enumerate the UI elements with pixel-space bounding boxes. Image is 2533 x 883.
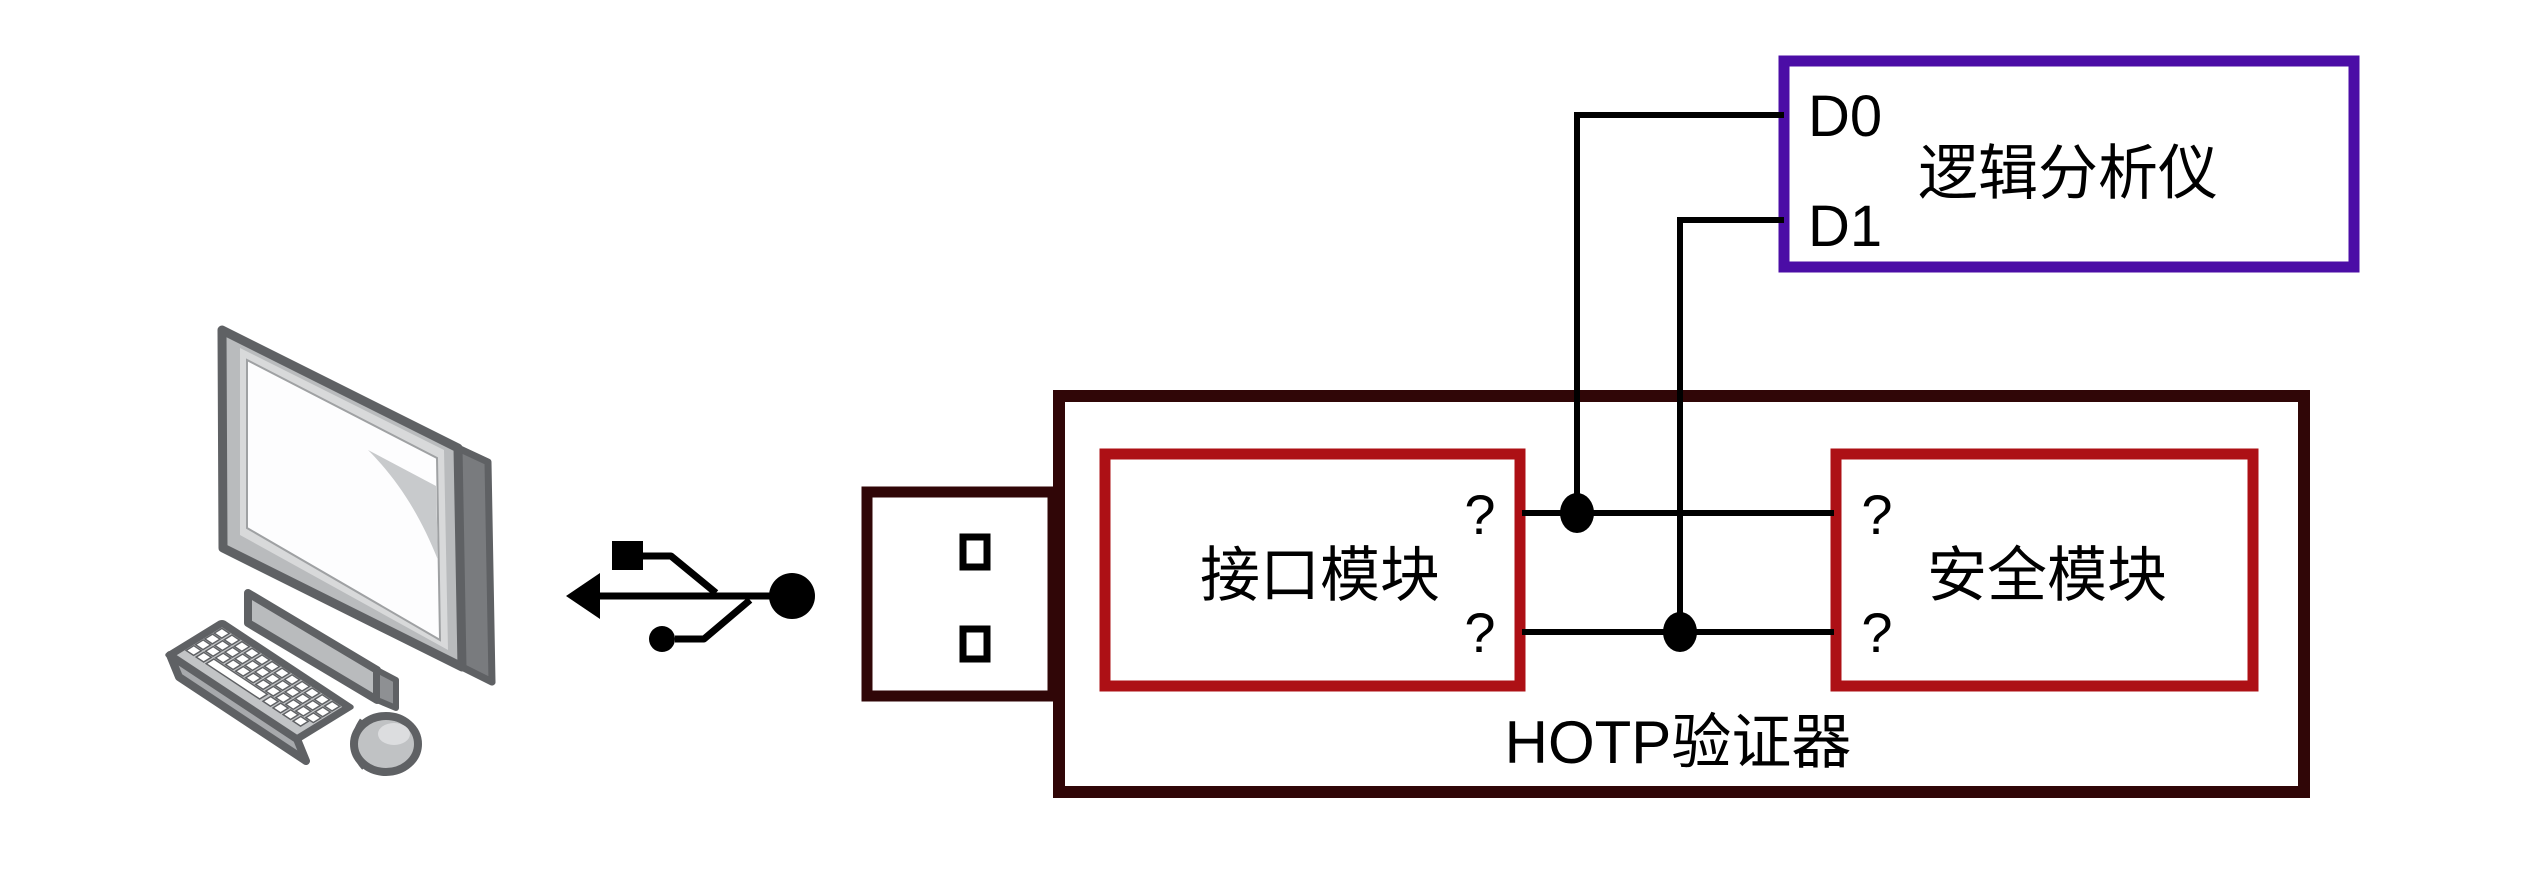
usb-host-circle (769, 573, 815, 619)
wire-d1-probe (1677, 217, 1784, 632)
interface-port-bottom-label: ? (1464, 601, 1495, 664)
security-port-top-label: ? (1861, 483, 1892, 546)
interface-module-label: 接口模块 (1200, 542, 1440, 609)
junction-dot-d0 (1560, 493, 1594, 533)
wire-junctions (1560, 493, 1697, 652)
usb-connector-shell (861, 486, 1059, 702)
channel-d1-label: D1 (1808, 194, 1882, 259)
usb-branch-square (612, 541, 643, 570)
logic-analyzer-label: 逻辑分析仪 (1918, 140, 2218, 207)
usb-connector (861, 486, 1059, 702)
hotp-device-label: HOTP验证器 (1505, 709, 1852, 776)
mouse-wheel-groove (351, 718, 366, 770)
usb-connector-pin-top (959, 533, 991, 571)
channel-d0-label: D0 (1808, 84, 1882, 149)
logic-analyzer-box (1778, 55, 2360, 273)
wire-d0-probe (1574, 112, 1784, 513)
junction-dot-d1 (1663, 612, 1697, 652)
security-port-bottom-label: ? (1861, 601, 1892, 664)
mouse-highlight (378, 723, 410, 745)
security-module-box (1830, 448, 2259, 692)
monitor-screen (246, 358, 442, 642)
usb-icon (566, 541, 815, 652)
monitor-stand-endface (374, 667, 399, 711)
keyboard-top (165, 619, 354, 743)
screen-reflection (368, 450, 438, 560)
usb-branch-top (643, 552, 719, 596)
usb-arrowhead (566, 573, 600, 619)
mouse-body (350, 712, 422, 776)
usb-connector-pin-bottom (959, 625, 991, 663)
security-module-label: 安全模块 (1927, 542, 2167, 609)
interface-module-box (1099, 448, 1526, 692)
usb-branch-circle (649, 626, 675, 652)
interface-port-top-label: ? (1464, 483, 1495, 546)
usb-branch-bottom (675, 597, 753, 643)
computer-icon (165, 325, 496, 776)
keyboard-keys (184, 627, 342, 727)
